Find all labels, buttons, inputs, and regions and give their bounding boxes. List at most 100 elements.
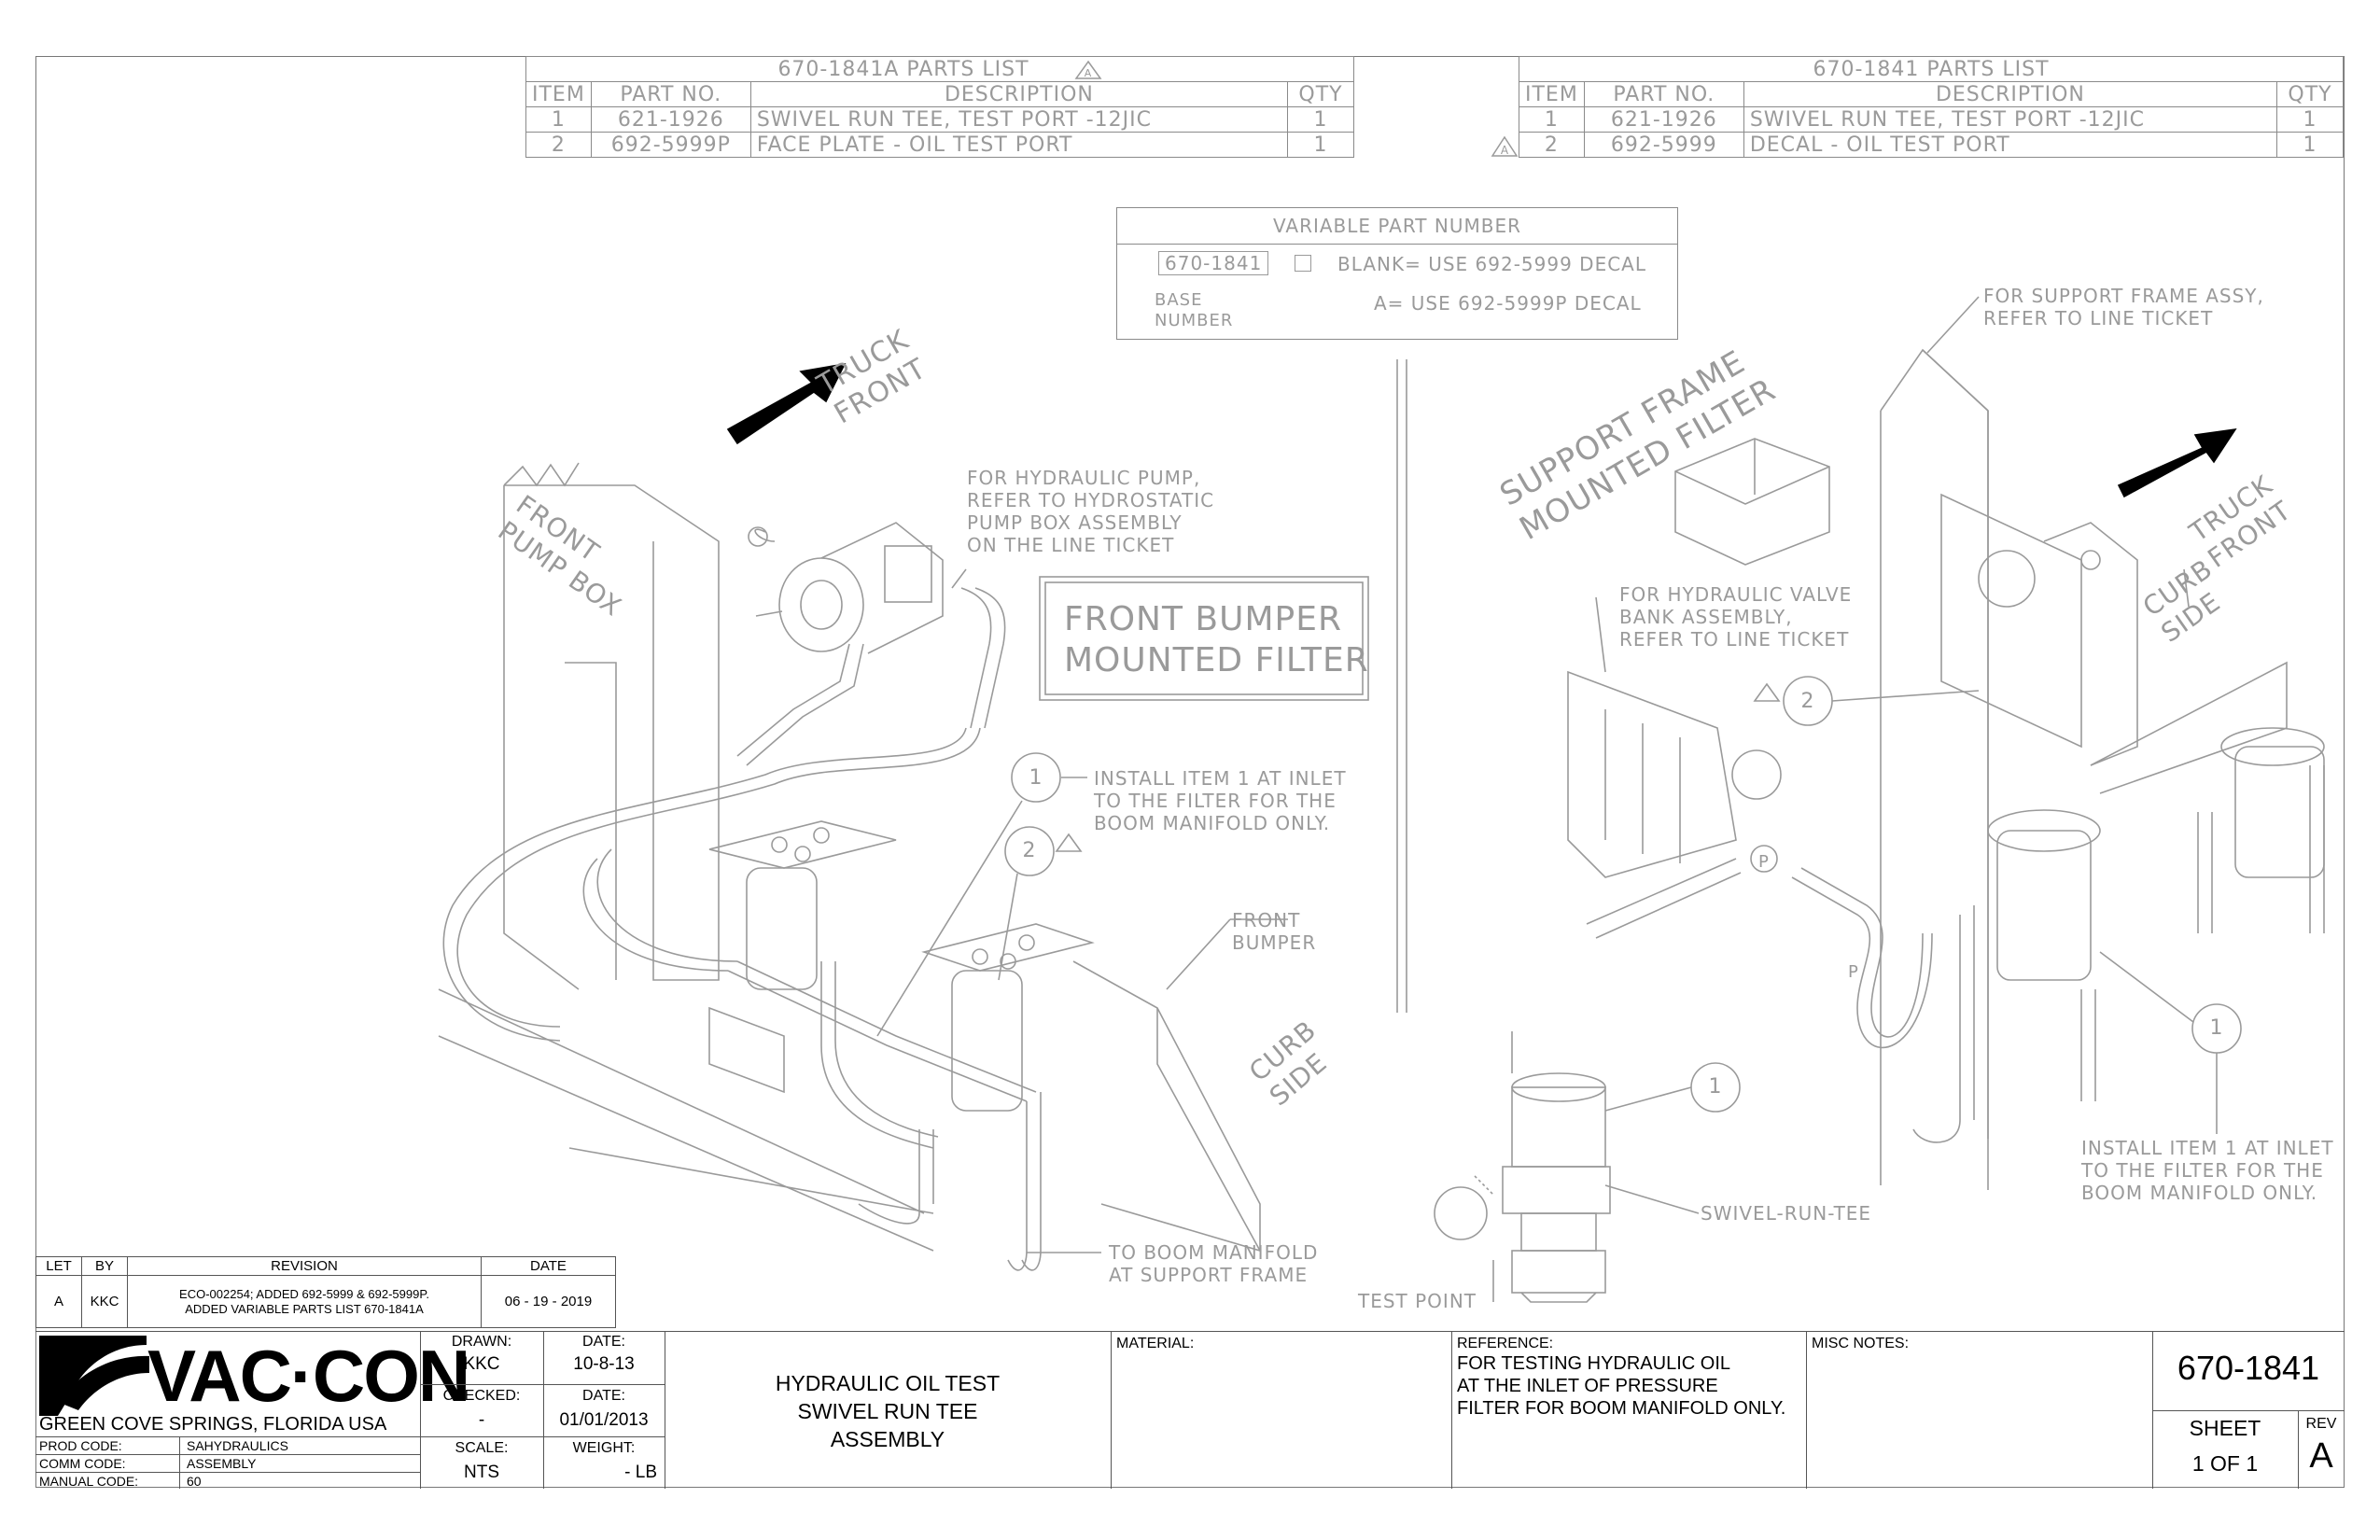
header-item: ITEM — [1519, 81, 1585, 107]
swivel-run-tee-detail — [1434, 1031, 1741, 1303]
company-logo-area: VAC·CON GREEN COVE SPRINGS, FLORIDA USA — [35, 1332, 470, 1436]
hydraulic-pump-note: FOR HYDRAULIC PUMP, REFER TO HYDROSTATIC… — [967, 467, 1215, 556]
manual-code-label: MANUAL CODE: — [39, 1474, 139, 1489]
header-item: ITEM — [525, 81, 592, 107]
table-header-row: LET BY REVISION DATE — [35, 1256, 616, 1276]
drawing-number: 670-1841 — [2177, 1349, 2320, 1387]
valve-bank — [1567, 670, 1782, 939]
company-location: GREEN COVE SPRINGS, FLORIDA USA — [39, 1414, 387, 1435]
cell-description: DECAL - OIL TEST PORT — [1743, 132, 2278, 158]
date-value-1: 10-8-13 — [573, 1354, 635, 1374]
table-row: 2 692-5999 DECAL - OIL TEST PORT 1 — [1519, 132, 2344, 158]
filter-left-2 — [921, 923, 1261, 1253]
install-note-left: INSTALL ITEM 1 AT INLET TO THE FILTER FO… — [1094, 767, 1347, 834]
rev-header-date: DATE — [481, 1256, 616, 1276]
checked-label: CHECKED: — [442, 1388, 521, 1404]
balloon-2-left-label: 2 — [1022, 839, 1037, 862]
date-label-2: DATE: — [582, 1388, 625, 1404]
table-row: 1 621-1926 SWIVEL RUN TEE, TEST PORT -12… — [525, 106, 1354, 133]
variable-part-number-box: VARIABLE PART NUMBER 670-1841 BLANK= USE… — [1116, 207, 1678, 340]
rev-date: 06 - 19 - 2019 — [481, 1275, 616, 1328]
drawn-label: DRAWN: — [451, 1334, 512, 1350]
base-number-label: BASE NUMBER — [1155, 290, 1234, 330]
port-p-label-2: P — [1848, 962, 1859, 982]
rev-header-let: LET — [35, 1256, 82, 1276]
balloons-left — [876, 568, 1288, 1253]
table-header-row: ITEM PART NO. DESCRIPTION QTY — [1519, 81, 2344, 107]
cell-item: 1 — [525, 106, 592, 133]
sheet-value: 1 OF 1 — [2191, 1451, 2259, 1476]
front-bumper-mounted-filter-box — [1044, 581, 1364, 695]
base-number-value: 670-1841 — [1158, 251, 1269, 275]
variable-part-number-title: VARIABLE PART NUMBER — [1117, 208, 1677, 245]
date-label-1: DATE: — [582, 1334, 625, 1350]
prod-code-value: SAHYDRAULICS — [187, 1438, 288, 1453]
company-name: VAC·CON — [147, 1335, 470, 1417]
header-description: DESCRIPTION — [749, 81, 1289, 107]
cell-part-no: 692-5999P — [590, 132, 751, 158]
cell-item: 2 — [525, 132, 592, 158]
comm-code-label: COMM CODE: — [39, 1456, 126, 1471]
svg-text:A: A — [1501, 144, 1509, 157]
hoses-left — [438, 587, 1042, 1271]
reference-value: FOR TESTING HYDRAULIC OIL AT THE INLET O… — [1457, 1353, 1786, 1419]
balloon-1-right-label: 1 — [2209, 1016, 2224, 1040]
suffix-box — [1295, 255, 1311, 272]
hoses-right — [1791, 765, 2325, 1143]
scale-label: SCALE: — [455, 1440, 509, 1456]
weight-value: - LB — [624, 1463, 657, 1482]
cell-qty: 1 — [2276, 106, 2344, 133]
vaccon-logo-icon — [39, 1336, 149, 1416]
test-point-label: TEST POINT — [1358, 1290, 1477, 1312]
cell-item: 2 — [1519, 132, 1585, 158]
date-value-2: 01/01/2013 — [559, 1410, 649, 1430]
comm-code-value: ASSEMBLY — [187, 1456, 257, 1471]
filter-left-1 — [708, 820, 897, 1094]
filter-right-2 — [2220, 727, 2325, 878]
rev-triangle-icon: A — [1491, 135, 1519, 157]
rev-description: ECO-002254; ADDED 692-5999 & 692-5999P. … — [127, 1275, 482, 1328]
rev-let: A — [35, 1275, 82, 1328]
cell-part-no: 621-1926 — [590, 106, 751, 133]
support-frame — [1674, 348, 2288, 1190]
prod-code-label: PROD CODE: — [39, 1438, 122, 1453]
misc-notes-label: MISC NOTES: — [1812, 1336, 1910, 1351]
sheet-label: SHEET — [2189, 1416, 2261, 1440]
cell-qty: 1 — [1287, 132, 1354, 158]
port-p-label: P — [1758, 852, 1770, 872]
support-frame-note: FOR SUPPORT FRAME ASSY, REFER TO LINE TI… — [1983, 285, 2264, 329]
valve-bank-note: FOR HYDRAULIC VALVE BANK ASSEMBLY, REFER… — [1619, 583, 1853, 651]
balloon-2-right-label: 2 — [1800, 690, 1815, 713]
checked-value: - — [478, 1410, 485, 1430]
table-header-row: ITEM PART NO. DESCRIPTION QTY — [525, 81, 1354, 107]
cell-item: 1 — [1519, 106, 1585, 133]
revision-block: LET BY REVISION DATE A KKC ECO-002254; A… — [35, 1256, 616, 1328]
blank-note: BLANK= USE 692-5999 DECAL — [1337, 253, 1646, 275]
front-bumper-mounted-filter-label: FRONT BUMPER MOUNTED FILTER — [1064, 600, 1369, 679]
front-bumper-label: FRONT BUMPER — [1232, 909, 1317, 954]
weight-label: WEIGHT: — [572, 1440, 636, 1456]
rev-value: A — [2309, 1436, 2333, 1476]
reference-label: REFERENCE: — [1457, 1336, 1554, 1351]
scale-value: NTS — [464, 1463, 499, 1482]
filter-right-1 — [1987, 809, 2101, 981]
rev-header-by: BY — [81, 1256, 128, 1276]
table-row: A KKC ECO-002254; ADDED 692-5999 & 692-5… — [35, 1275, 616, 1328]
cell-qty: 1 — [2276, 132, 2344, 158]
swivel-run-tee-label: SWIVEL-RUN-TEE — [1701, 1202, 1872, 1225]
manual-code-value: 60 — [187, 1474, 202, 1489]
rev-by: KKC — [81, 1275, 128, 1328]
balloons-right — [1595, 296, 2242, 1134]
a-note: A= USE 692-5999P DECAL — [1374, 292, 1642, 315]
cell-description: FACE PLATE - OIL TEST PORT — [749, 132, 1289, 158]
cell-description: SWIVEL RUN TEE, TEST PORT -12JIC — [749, 106, 1289, 133]
title-block: VAC·CON GREEN COVE SPRINGS, FLORIDA USA … — [35, 1331, 2345, 1489]
drawing-title: HYDRAULIC OIL TEST SWIVEL RUN TEE ASSEMB… — [775, 1371, 1001, 1451]
table-row: 2 692-5999P FACE PLATE - OIL TEST PORT 1 — [525, 132, 1354, 158]
balloon-1-detail-label: 1 — [1708, 1075, 1723, 1099]
rev-label: REV — [2305, 1416, 2337, 1432]
header-qty: QTY — [2276, 81, 2344, 107]
balloon-1-left-label: 1 — [1029, 766, 1043, 790]
boom-manifold-note: TO BOOM MANIFOLD AT SUPPORT FRAME — [1109, 1241, 1319, 1286]
